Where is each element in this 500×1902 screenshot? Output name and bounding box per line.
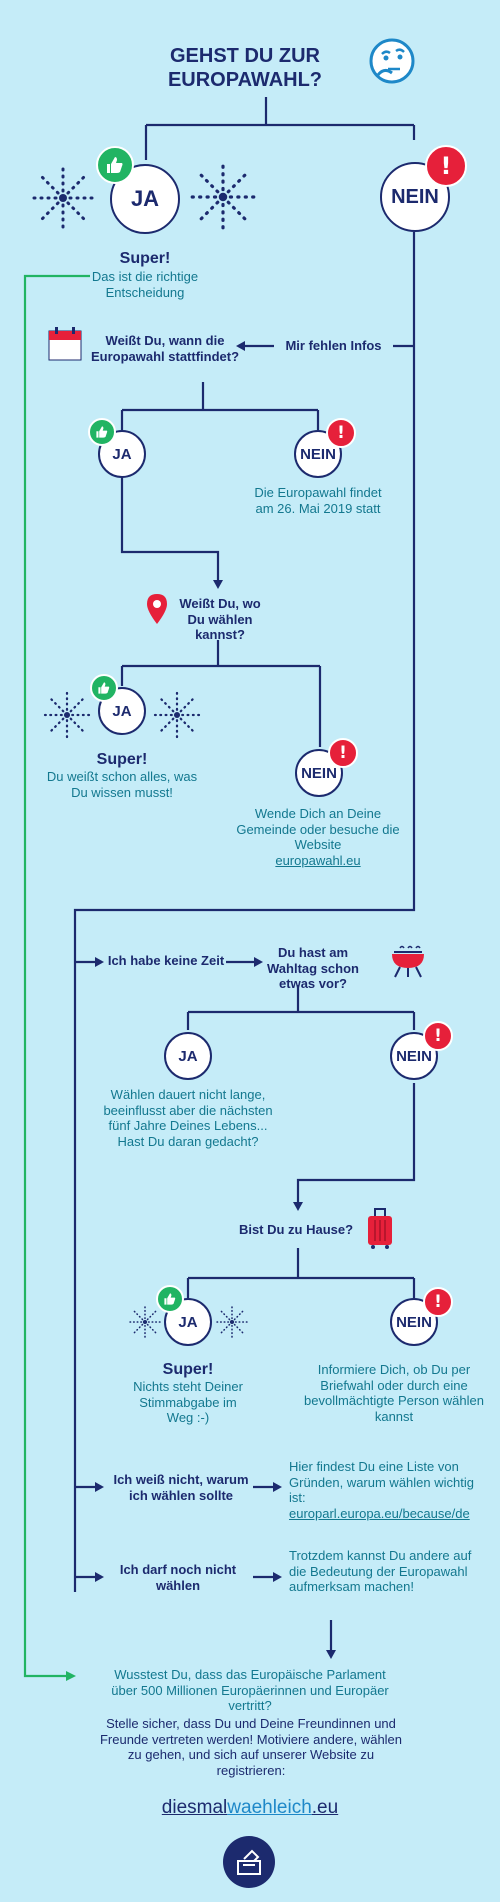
nein-text: Wende Dich an Deine Gemeinde oder besuch… xyxy=(228,806,408,868)
ja-label: JA xyxy=(112,702,132,720)
thumbs-up-icon xyxy=(88,418,116,446)
warum-text: Hier findest Du eine Liste von Gründen, … xyxy=(289,1459,489,1521)
super-text: Das ist die richtige Entscheidung xyxy=(91,269,199,300)
super-heading: Super! xyxy=(119,250,171,267)
brand-part1: diesmal xyxy=(161,1797,228,1818)
thumbs-up-icon xyxy=(156,1285,184,1313)
nein-label: NEIN xyxy=(396,1313,432,1331)
europarl-link[interactable]: europarl.europa.eu/because/de xyxy=(289,1505,470,1521)
question-zu-hause: Bist Du zu Hause? xyxy=(238,1222,354,1237)
fact-text: Wusstest Du, dass das Europäische Parlam… xyxy=(111,1667,389,1714)
question-wo: Weißt Du, wo Du wählen kannst? xyxy=(179,596,261,643)
ja-label: JA xyxy=(178,1313,198,1331)
exclamation-icon: ! xyxy=(326,418,356,448)
super-heading: Super! xyxy=(96,751,148,768)
super-text: Nichts steht Deiner Stimmabgabe im Weg :… xyxy=(133,1379,243,1426)
nein-label: NEIN xyxy=(391,185,439,208)
brand-link[interactable]: diesmalwaehleich.eu xyxy=(100,1797,400,1820)
exclamation-icon: ! xyxy=(328,738,358,768)
ja-circle[interactable]: JA xyxy=(164,1032,212,1080)
mir-fehlen-infos[interactable]: Mir fehlen Infos xyxy=(285,338,382,353)
location-pin-icon xyxy=(147,594,167,629)
firework-icon xyxy=(42,690,92,745)
nein-label: NEIN xyxy=(300,445,336,463)
exclamation-icon: ! xyxy=(425,145,467,187)
ja-label: JA xyxy=(130,186,160,211)
ja-label: JA xyxy=(178,1047,198,1065)
ja-circle[interactable]: JA xyxy=(98,687,146,735)
ja-label: JA xyxy=(112,445,132,463)
thinking-face-icon xyxy=(368,37,416,90)
darf-text: Trotzdem kannst Du andere auf die Bedeut… xyxy=(289,1548,472,1595)
keine-zeit-option[interactable]: Ich habe keine Zeit xyxy=(107,953,225,968)
warum-text-body: Hier findest Du eine Liste von Gründen, … xyxy=(289,1459,474,1506)
firework-icon xyxy=(30,165,96,236)
firework-icon xyxy=(215,1305,249,1344)
warum-option[interactable]: Ich weiß nicht, warum ich wählen sollte xyxy=(113,1472,249,1503)
nein-text-body: Wende Dich an Deine Gemeinde oder besuch… xyxy=(236,806,400,853)
nein-label: NEIN xyxy=(396,1047,432,1065)
thumbs-up-icon xyxy=(96,146,134,184)
super-text: Du weißt schon alles, was Du wissen muss… xyxy=(46,769,198,800)
darf-option[interactable]: Ich darf noch nicht wählen xyxy=(119,1562,237,1593)
page-title: GEHST DU ZUR EUROPAWAHL? xyxy=(167,45,323,91)
nein-label: NEIN xyxy=(301,764,337,782)
exclamation-icon: ! xyxy=(423,1021,453,1051)
europawahl-link[interactable]: europawahl.eu xyxy=(275,852,361,868)
exclamation-icon: ! xyxy=(423,1287,453,1317)
ballot-box-icon xyxy=(223,1836,275,1888)
thumbs-up-icon xyxy=(90,674,118,702)
question-wann: Weißt Du, wann die Europawahl stattfinde… xyxy=(90,333,240,364)
firework-icon xyxy=(152,690,202,745)
nein-text: Die Europawahl findet am 26. Mai 2019 st… xyxy=(254,485,382,516)
bbq-grill-icon xyxy=(388,944,428,983)
brand-part2: waehleich xyxy=(227,1797,312,1818)
ja-text: Wählen dauert nicht lange, beeinflusst a… xyxy=(103,1087,273,1149)
firework-icon xyxy=(188,162,258,237)
question-wahltag: Du hast am Wahltag schon etwas vor? xyxy=(267,945,359,992)
call-to-action: Stelle sicher, dass Du und Deine Freundi… xyxy=(99,1716,403,1778)
suitcase-icon xyxy=(367,1207,393,1254)
calendar-icon xyxy=(48,327,82,366)
super-heading: Super! xyxy=(162,1361,214,1378)
firework-icon xyxy=(128,1305,162,1344)
brand-part3: .eu xyxy=(311,1797,339,1818)
nein-text: Informiere Dich, ob Du per Briefwahl ode… xyxy=(304,1362,484,1424)
